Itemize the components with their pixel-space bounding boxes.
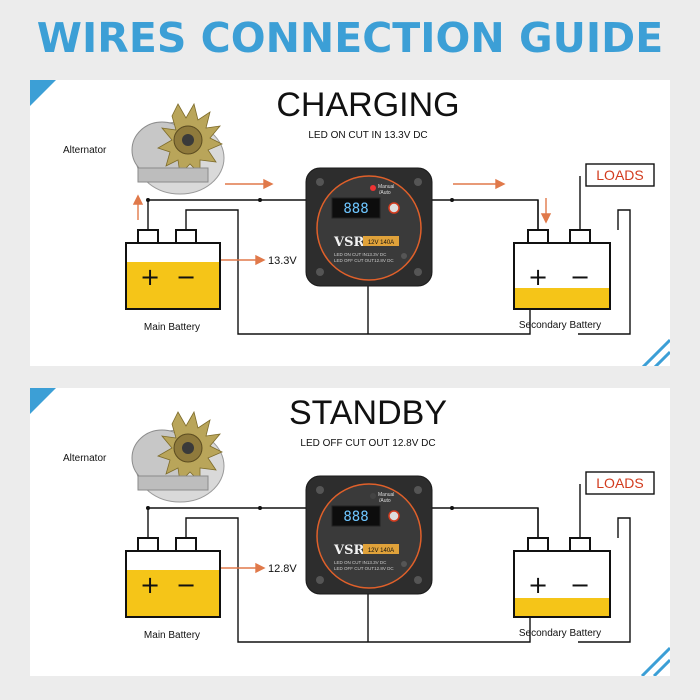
voltage-label: 13.3V (268, 255, 297, 267)
svg-text:Manual: Manual (378, 184, 394, 190)
loads-box: LOADS (585, 471, 655, 495)
secondary-battery-charge-level (515, 598, 609, 616)
svg-text:Manual: Manual (378, 492, 394, 498)
vsr-rating: 12V 140A (368, 240, 394, 246)
svg-text:+: + (140, 263, 160, 291)
svg-text:+: + (528, 263, 548, 291)
svg-text:+: + (140, 571, 160, 599)
wiring-diagram: CHARGING LED ON CUT IN 13.3V DC Alternat… (30, 80, 670, 366)
main-battery-label: Main Battery (144, 322, 200, 333)
svg-text:+: + (528, 571, 548, 599)
svg-text:−: − (176, 263, 196, 291)
vsr-device: 888 Manual /Auto VSR 12V 140A LED ON CUT… (305, 475, 433, 595)
main-battery-charge-level (127, 262, 219, 308)
vsr-brand: VSR (333, 543, 364, 558)
panel-subheading: LED ON CUT IN 13.3V DC (308, 130, 427, 141)
corner-accent-top-left (30, 80, 56, 106)
vsr-brand: VSR (333, 235, 364, 250)
main-battery: + − (125, 537, 221, 618)
loads-label: LOADS (596, 167, 643, 183)
loads-label: LOADS (596, 475, 643, 491)
led-indicator-icon (370, 493, 376, 499)
panel-heading: CHARGING (276, 86, 459, 124)
secondary-battery: + − (513, 537, 611, 618)
vsr-rating: 12V 140A (368, 548, 394, 554)
secondary-battery-label: Secondary Battery (519, 628, 601, 639)
panel-heading: STANDBY (289, 394, 447, 432)
alternator-label: Alternator (63, 145, 107, 156)
svg-text:LED OFF CUT OUT12.8V DC: LED OFF CUT OUT12.8V DC (334, 566, 394, 571)
alternator-label: Alternator (63, 453, 107, 464)
svg-text:−: − (570, 263, 590, 291)
secondary-battery-charge-level (515, 288, 609, 308)
panel-subheading: LED OFF CUT OUT 12.8V DC (300, 438, 435, 449)
main-battery: + − (125, 229, 221, 310)
svg-text:LED ON CUT IN13.3V DC: LED ON CUT IN13.3V DC (334, 252, 387, 257)
page-title: WIRES CONNECTION GUIDE (36, 14, 664, 62)
wiring-diagram: STANDBY LED OFF CUT OUT 12.8V DC Alterna… (30, 388, 670, 676)
main-battery-charge-level (127, 570, 219, 616)
secondary-battery-label: Secondary Battery (519, 320, 601, 331)
vsr-device: 888 Manual /Auto VSR 12V 140A LED ON CUT… (305, 167, 433, 287)
svg-text:LED ON CUT IN13.3V DC: LED ON CUT IN13.3V DC (334, 560, 387, 565)
corner-accent-bottom-right (640, 646, 670, 676)
svg-text:−: − (570, 571, 590, 599)
main-battery-label: Main Battery (144, 630, 200, 641)
led-indicator-icon (370, 185, 376, 191)
corner-accent-top-left (30, 388, 56, 414)
power-button-icon (388, 202, 400, 214)
svg-text:/Auto: /Auto (379, 498, 391, 504)
vsr-display: 888 (343, 509, 368, 525)
corner-accent-bottom-right (641, 338, 670, 366)
charging-panel: CHARGING LED ON CUT IN 13.3V DC Alternat… (30, 80, 670, 366)
svg-text:/Auto: /Auto (379, 190, 391, 196)
alternator-icon (131, 102, 225, 195)
secondary-battery: + − (513, 229, 611, 310)
alternator-icon (131, 410, 225, 503)
voltage-label: 12.8V (268, 563, 297, 575)
vsr-display: 888 (343, 201, 368, 217)
current-flow-arrows (132, 178, 552, 224)
loads-box: LOADS (585, 163, 655, 187)
svg-text:−: − (176, 571, 196, 599)
svg-text:LED OFF CUT OUT12.8V DC: LED OFF CUT OUT12.8V DC (334, 258, 394, 263)
power-button-icon (388, 510, 400, 522)
standby-panel: STANDBY LED OFF CUT OUT 12.8V DC Alterna… (30, 388, 670, 676)
